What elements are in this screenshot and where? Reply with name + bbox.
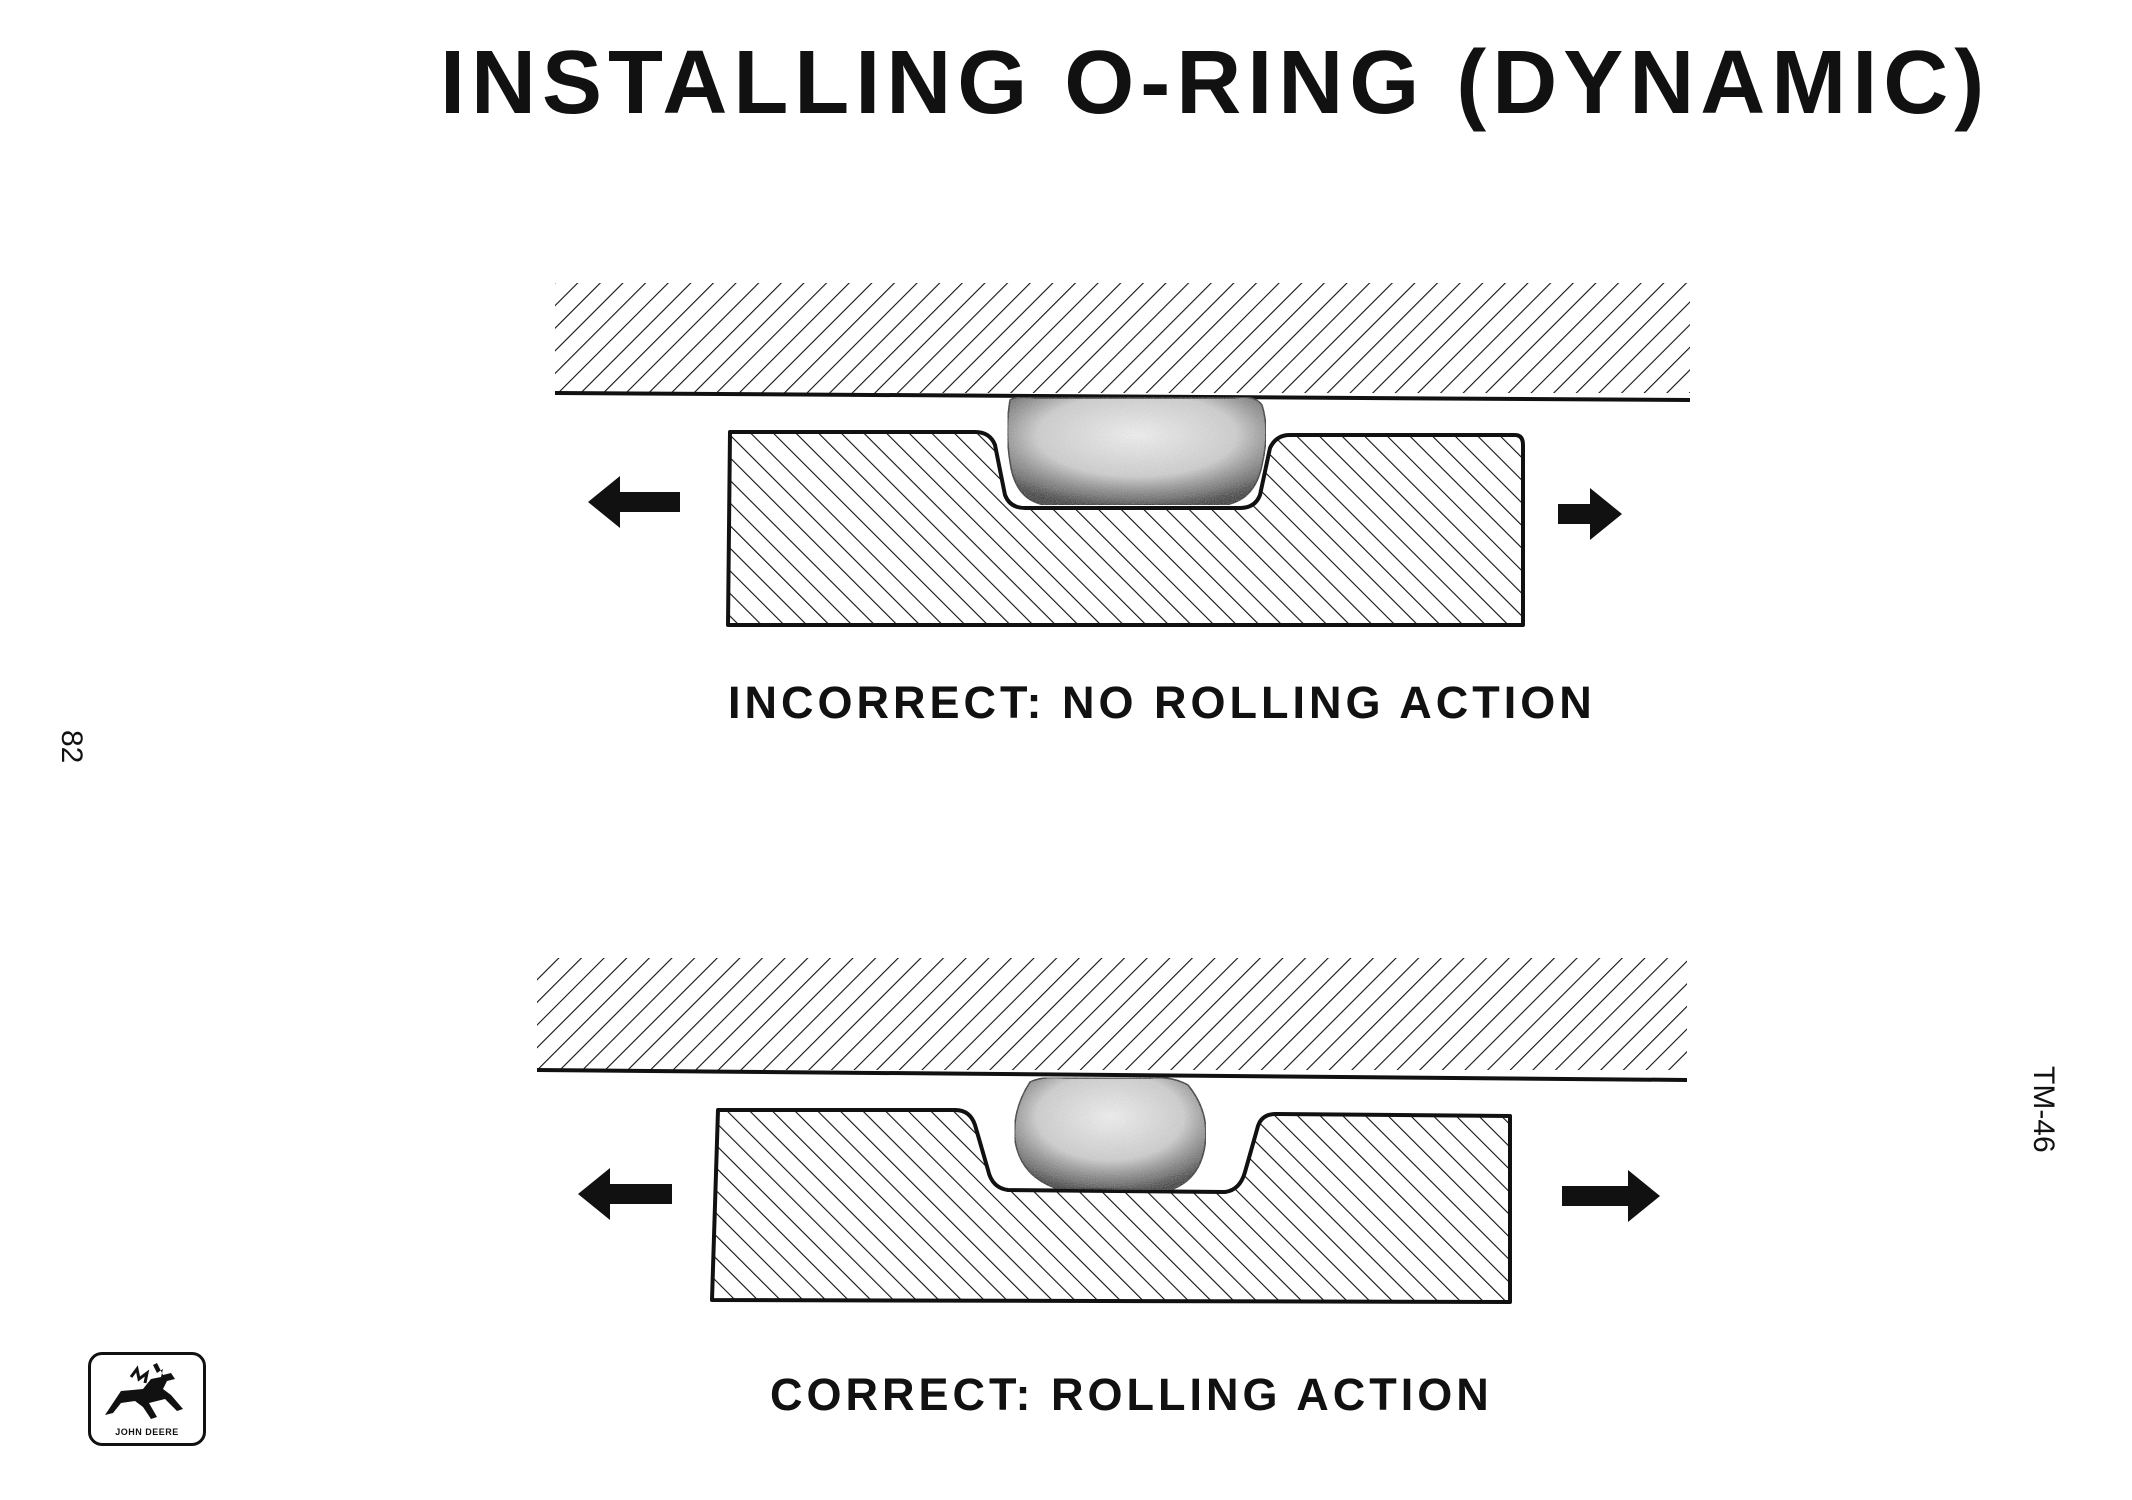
john-deere-logo: JOHN DEERE [88,1352,206,1446]
diagram-incorrect [554,283,1691,627]
arrow-right-icon [1558,488,1622,540]
housing-upper [536,958,1688,1082]
arrow-left-icon [588,476,680,528]
caption-incorrect: INCORRECT: NO ROLLING ACTION [728,677,1596,728]
arrow-left-icon [578,1168,672,1220]
o-ring-incorrect [1006,396,1267,506]
housing-upper [554,283,1691,402]
page-title: INSTALLING O-RING (DYNAMIC) [440,33,1991,133]
document-code: TM-46 [2027,1066,2060,1153]
caption-correct: CORRECT: ROLLING ACTION [770,1369,1493,1420]
piston-lower [710,1108,1512,1304]
arrow-right-icon [1562,1170,1660,1222]
logo-text: JOHN DEERE [115,1427,179,1437]
piston-lower [726,430,1525,627]
o-ring-correct [1013,1076,1207,1191]
leaping-deer-icon [105,1363,183,1419]
diagram-correct [536,958,1688,1304]
page-number: 82 [55,730,88,764]
